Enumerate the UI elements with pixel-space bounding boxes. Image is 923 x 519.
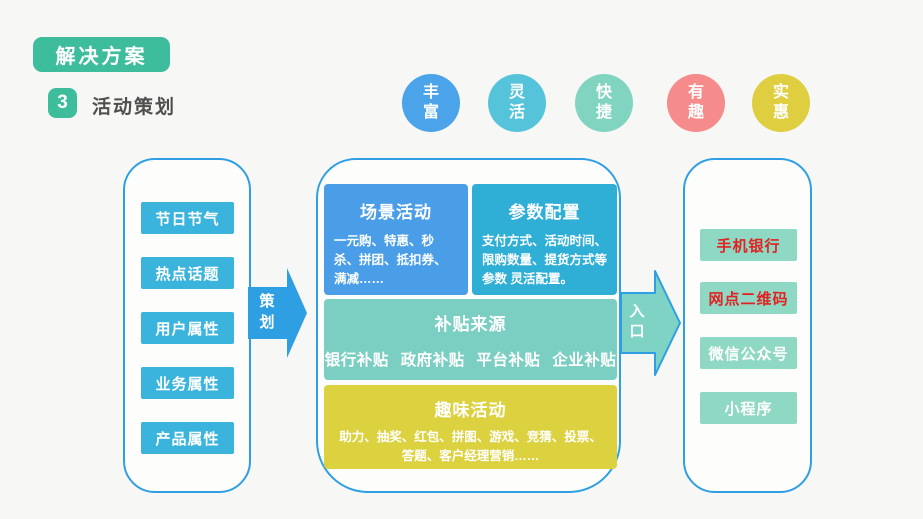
scene-activity-box: 场景活动 一元购、特惠、秒杀、拼团、抵扣券、满减…… [324, 184, 468, 295]
feature-label: 灵活 [508, 84, 525, 121]
feature-label: 丰富 [422, 84, 439, 121]
step-number-badge: 3 [48, 88, 77, 118]
fun-activity-title: 趣味活动 [434, 401, 507, 420]
param-config-body: 支付方式、活动时间、限购数量、提货方式等参数 灵活配置。 [482, 234, 608, 286]
tag-hot-topics: 热点话题 [141, 257, 234, 289]
tag-product-attributes: 产品属性 [141, 422, 234, 454]
plan-arrow-label: 策划 [259, 293, 275, 331]
scene-activity-title: 场景活动 [360, 203, 432, 222]
entry-arrow-icon [620, 270, 681, 376]
feature-circle-fun: 有趣 [667, 74, 725, 132]
fun-activity-box: 趣味活动 助力、抽奖、红包、拼图、游戏、竞猜、投票、答题、客户经理营销…… [324, 385, 617, 469]
feature-circle-affordable: 实惠 [752, 74, 810, 132]
tag-user-attributes: 用户属性 [141, 312, 234, 344]
param-config-box: 参数配置 支付方式、活动时间、限购数量、提货方式等参数 灵活配置。 [472, 184, 617, 295]
feature-circle-rich: 丰富 [402, 74, 460, 132]
feature-circle-fast: 快捷 [575, 74, 633, 132]
entry-arrow-label: 入口 [629, 302, 645, 340]
tag-festival-seasons: 节日节气 [141, 202, 234, 234]
feature-circle-flexible: 灵活 [488, 74, 546, 132]
feature-label: 快捷 [595, 84, 612, 121]
subsidy-source-body: 银行补贴 政府补贴 平台补贴 企业补贴 [324, 352, 617, 369]
subsidy-source-title: 补贴来源 [434, 315, 507, 334]
channel-mobile-banking: 手机银行 [700, 229, 797, 261]
channel-wechat-official-account: 微信公众号 [700, 337, 797, 369]
plan-arrow-icon [248, 268, 307, 358]
scene-activity-body: 一元购、特惠、秒杀、拼团、抵扣券、满减…… [334, 234, 447, 286]
solution-title-badge: 解决方案 [33, 37, 170, 72]
subsidy-source-box: 补贴来源 银行补贴 政府补贴 平台补贴 企业补贴 [324, 299, 617, 380]
tag-business-attributes: 业务属性 [141, 367, 234, 399]
feature-label: 实惠 [772, 84, 789, 121]
channel-branch-qr-code: 网点二维码 [700, 282, 797, 314]
step-title: 活动策划 [92, 97, 177, 118]
center-panel-activities: 场景活动 一元购、特惠、秒杀、拼团、抵扣券、满减…… 参数配置 支付方式、活动时… [316, 158, 621, 493]
feature-label: 有趣 [687, 84, 704, 121]
right-panel-channels: 手机银行 网点二维码 微信公众号 小程序 [683, 158, 812, 493]
param-config-title: 参数配置 [508, 203, 581, 222]
fun-activity-body: 助力、抽奖、红包、拼图、游戏、竞猜、投票、答题、客户经理营销…… [339, 430, 602, 463]
left-panel-triggers: 节日节气 热点话题 用户属性 业务属性 产品属性 [123, 158, 251, 493]
channel-mini-program: 小程序 [700, 392, 797, 424]
